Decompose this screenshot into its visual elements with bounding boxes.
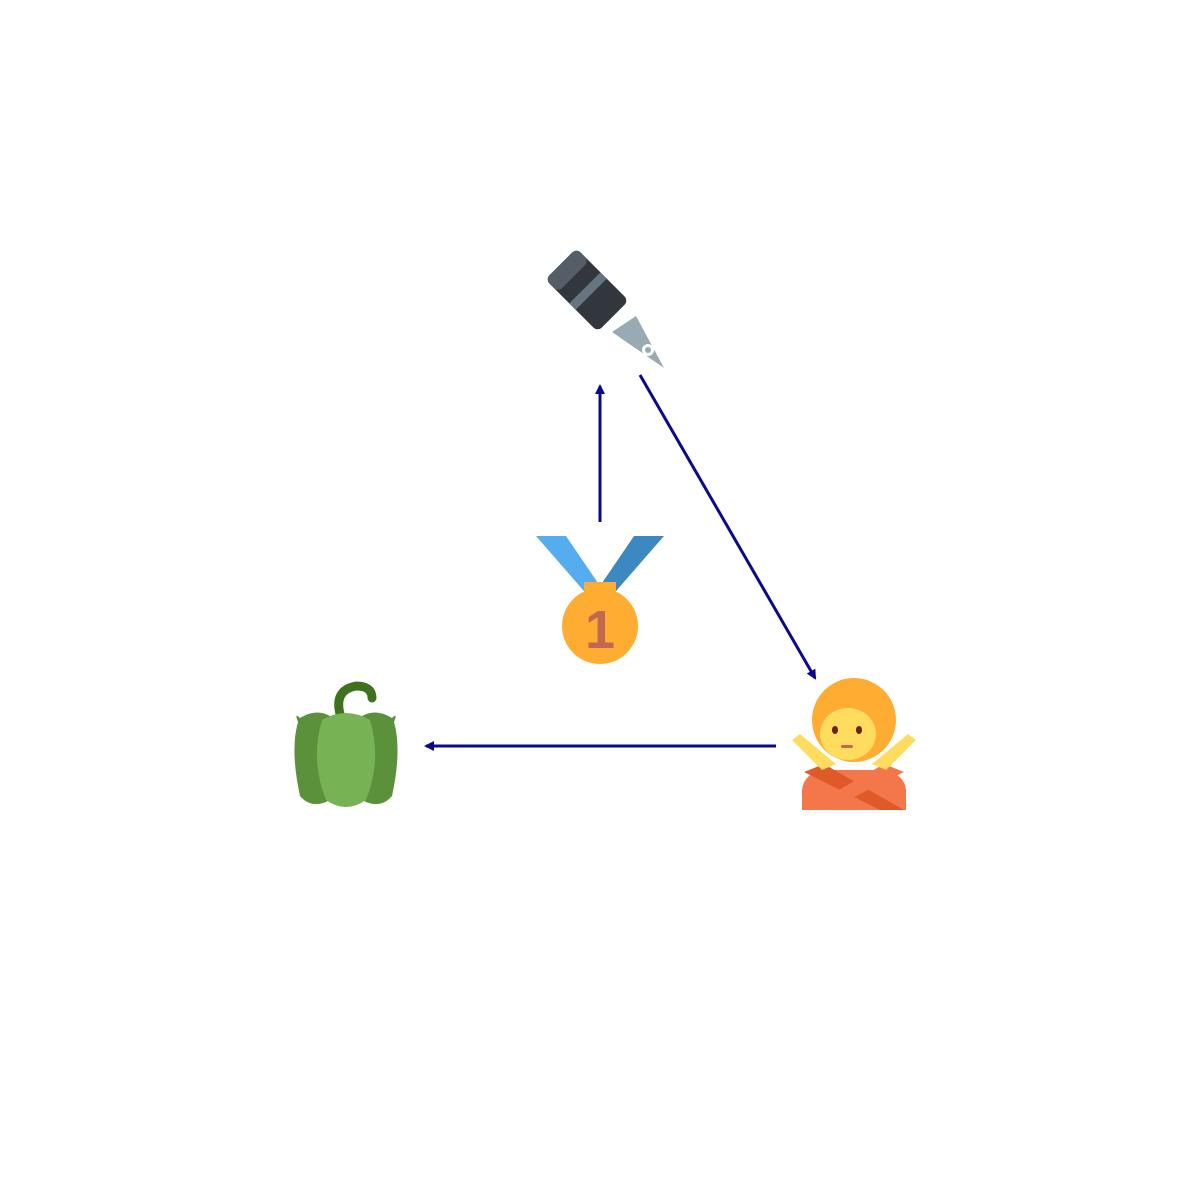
medal-number: 1	[585, 600, 615, 660]
first-place-medal-icon: 1	[536, 536, 664, 664]
person-gesturing-no-icon	[792, 678, 916, 810]
fountain-pen-icon	[547, 250, 664, 368]
edge-pen-to-person	[638, 374, 817, 680]
bell-pepper-icon	[294, 681, 398, 807]
